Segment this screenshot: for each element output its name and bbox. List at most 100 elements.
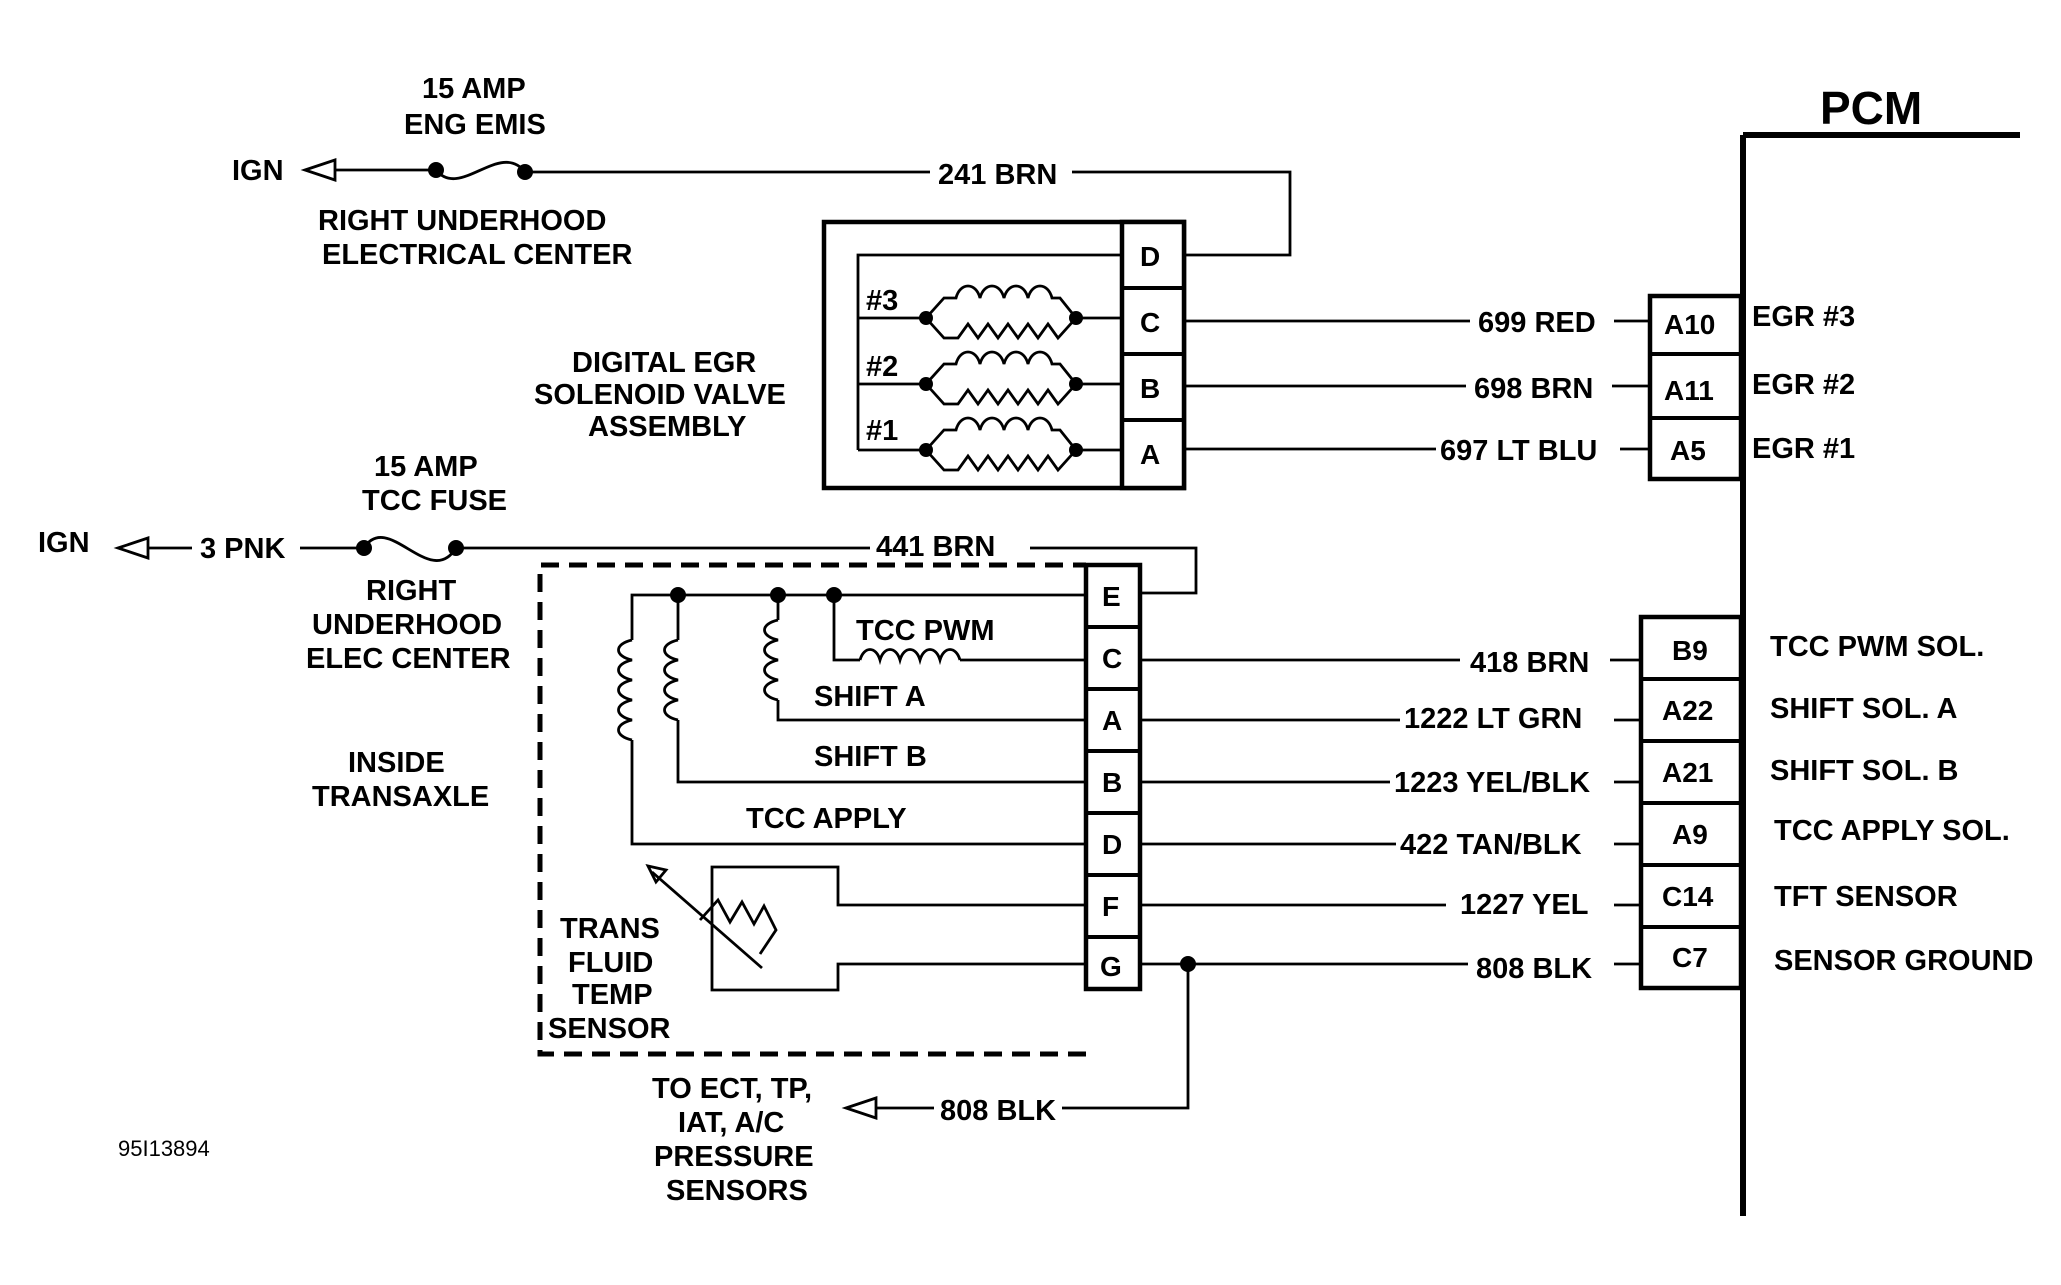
- egr-assembly-label3: ASSEMBLY: [588, 411, 746, 443]
- tcc-fuse-circuit: 15 AMP TCC FUSE IGN 3 PNK 441 BRN RIGHT …: [38, 451, 1198, 675]
- egr-pin-c: C: [1140, 307, 1160, 338]
- wire-699-label: 699 RED: [1478, 307, 1596, 339]
- sensors-note-line1: TO ECT, TP,: [652, 1073, 812, 1105]
- pcm-func-tft: TFT SENSOR: [1774, 881, 1958, 913]
- wire-241-label: 241 BRN: [938, 159, 1057, 191]
- tft-sensor-label3: TEMP: [572, 979, 653, 1011]
- tcc-ign-arrow: [113, 536, 150, 560]
- egr-ign-arrow: [300, 158, 337, 182]
- sensors-note-line3: PRESSURE: [654, 1141, 814, 1173]
- egr-solenoid-2: #2: [866, 350, 1122, 407]
- shift-b-label: SHIFT B: [814, 741, 927, 773]
- trans-pin-d: D: [1102, 829, 1122, 860]
- pcm-pin-a22: A22: [1662, 695, 1713, 726]
- pcm-pin-a10: A10: [1664, 309, 1715, 340]
- tcc-fuse-loc2: UNDERHOOD: [312, 609, 502, 641]
- trans-pin-f: F: [1102, 891, 1119, 922]
- pcm-pin-c14: C14: [1662, 881, 1714, 912]
- wire-422-label: 422 TAN/BLK: [1400, 829, 1582, 861]
- pcm-func-shift-b: SHIFT SOL. B: [1770, 755, 1959, 787]
- wire-698-label: 698 BRN: [1474, 373, 1593, 405]
- transaxle-label2: TRANSAXLE: [312, 781, 489, 813]
- egr-assembly-label1: DIGITAL EGR: [572, 347, 756, 379]
- shift-a-solenoid: SHIFT A: [763, 595, 1086, 722]
- pcm-func-tcc-pwm: TCC PWM SOL.: [1770, 631, 1984, 663]
- egr-fuse-circuit: 15 AMP ENG EMIS IGN 241 BRN RIGHT UNDERH…: [232, 73, 1292, 271]
- sensors-arrow: [841, 1096, 878, 1120]
- trans-pin-g: G: [1100, 951, 1122, 982]
- wire-808-label: 808 BLK: [1476, 953, 1592, 985]
- egr-ign-label: IGN: [232, 155, 284, 187]
- pcm-func-shift-a: SHIFT SOL. A: [1770, 693, 1957, 725]
- pcm-func-sensor-ground: SENSOR GROUND: [1774, 945, 2033, 977]
- egr-fuse-loc1: RIGHT UNDERHOOD: [318, 205, 606, 237]
- tcc-fuse-loc1: RIGHT: [366, 575, 457, 607]
- egr-pin-d: D: [1140, 241, 1160, 272]
- shift-a-label: SHIFT A: [814, 681, 926, 713]
- trans-pin-a: A: [1102, 705, 1122, 736]
- pcm-func-egr2: EGR #2: [1752, 369, 1855, 401]
- wire-441-label: 441 BRN: [876, 531, 995, 563]
- egr-solenoid-1: #1: [866, 415, 1122, 473]
- pcm-func-egr3: EGR #3: [1752, 301, 1855, 333]
- tcc-pwm-label: TCC PWM: [856, 615, 995, 647]
- pcm-connector-egr: [1647, 293, 1744, 482]
- pcm-pin-a11: A11: [1664, 375, 1714, 406]
- tcc-ign-label: IGN: [38, 527, 90, 559]
- sensors-note-line2: IAT, A/C: [678, 1107, 784, 1139]
- tcc-pwm-solenoid: TCC PWM: [832, 595, 1086, 666]
- trans-fluid-temp-sensor: TRANS FLUID TEMP SENSOR: [548, 863, 1086, 1045]
- egr-wires: 699 RED 698 BRN 697 LT BLU: [1184, 307, 1650, 467]
- wire-1227-label: 1227 YEL: [1460, 889, 1588, 921]
- tcc-fuse-rating: 15 AMP: [374, 451, 478, 483]
- pcm-pin-a9: A9: [1672, 819, 1708, 850]
- wire-1222-label: 1222 LT GRN: [1404, 703, 1582, 735]
- egr-fuse-icon: [434, 160, 527, 181]
- trans-pin-e: E: [1102, 581, 1121, 612]
- pcm-title: PCM: [1820, 82, 1922, 134]
- sensors-note-line4: SENSORS: [666, 1175, 808, 1207]
- transaxle-assembly: INSIDE TRANSAXLE E C A B D F G TCC PWM: [312, 562, 1143, 1057]
- egr-sol-3-label: #3: [866, 285, 898, 317]
- egr-solenoid-3: #3: [866, 284, 1122, 341]
- egr-solenoid-assembly: D C B A #3 #2: [534, 219, 1187, 491]
- transaxle-label1: INSIDE: [348, 747, 445, 779]
- trans-pin-b: B: [1102, 767, 1122, 798]
- egr-fuse-rating: 15 AMP: [422, 73, 526, 105]
- egr-pin-a: A: [1140, 439, 1160, 470]
- pcm-pin-c7: C7: [1672, 942, 1708, 973]
- pcm-pin-b9: B9: [1672, 635, 1708, 666]
- tft-sensor-label1: TRANS: [560, 913, 660, 945]
- egr-pin-b: B: [1140, 373, 1160, 404]
- wire-3-label: 3 PNK: [200, 533, 285, 565]
- wire-808b-label: 808 BLK: [940, 1095, 1056, 1127]
- wire-697-label: 697 LT BLU: [1440, 435, 1597, 467]
- egr-sol-1-label: #1: [866, 415, 898, 447]
- pcm-outline: [1740, 132, 2020, 1216]
- tft-sensor-label2: FLUID: [568, 947, 653, 979]
- tcc-apply-solenoid: TCC APPLY: [617, 638, 1086, 846]
- egr-fuse-name: ENG EMIS: [404, 109, 546, 141]
- sensors-note: TO ECT, TP, IAT, A/C PRESSURE SENSORS: [652, 1073, 814, 1207]
- pcm-func-tcc-apply: TCC APPLY SOL.: [1774, 815, 2010, 847]
- pcm-pin-a21: A21: [1662, 757, 1713, 788]
- transaxle-wires: 418 BRN 1222 LT GRN 1223 YEL/BLK 422 TAN…: [841, 647, 1641, 1127]
- transaxle-boundary: [537, 562, 1086, 1057]
- tcc-apply-label: TCC APPLY: [746, 803, 907, 835]
- egr-assembly-label2: SOLENOID VALVE: [534, 379, 786, 411]
- tft-sensor-label4: SENSOR: [548, 1013, 671, 1045]
- tcc-fuse-loc3: ELEC CENTER: [306, 643, 511, 675]
- figure-id: 95I13894: [118, 1136, 210, 1161]
- shift-b-solenoid: SHIFT B: [663, 595, 1086, 784]
- egr-sol-2-label: #2: [866, 351, 898, 383]
- tcc-fuse-name: TCC FUSE: [362, 485, 507, 517]
- pcm-func-egr1: EGR #1: [1752, 433, 1855, 465]
- trans-pin-c: C: [1102, 643, 1122, 674]
- egr-fuse-loc2: ELECTRICAL CENTER: [322, 239, 632, 271]
- tcc-fuse-icon: [362, 536, 458, 562]
- wire-418-label: 418 BRN: [1470, 647, 1589, 679]
- pcm-pin-a5: A5: [1670, 435, 1706, 466]
- pcm-module: PCM A10 A11 A5 B9 A22 A21 A9 C14 C7 EGR …: [1638, 82, 2033, 1216]
- wire-1223-label: 1223 YEL/BLK: [1394, 767, 1590, 799]
